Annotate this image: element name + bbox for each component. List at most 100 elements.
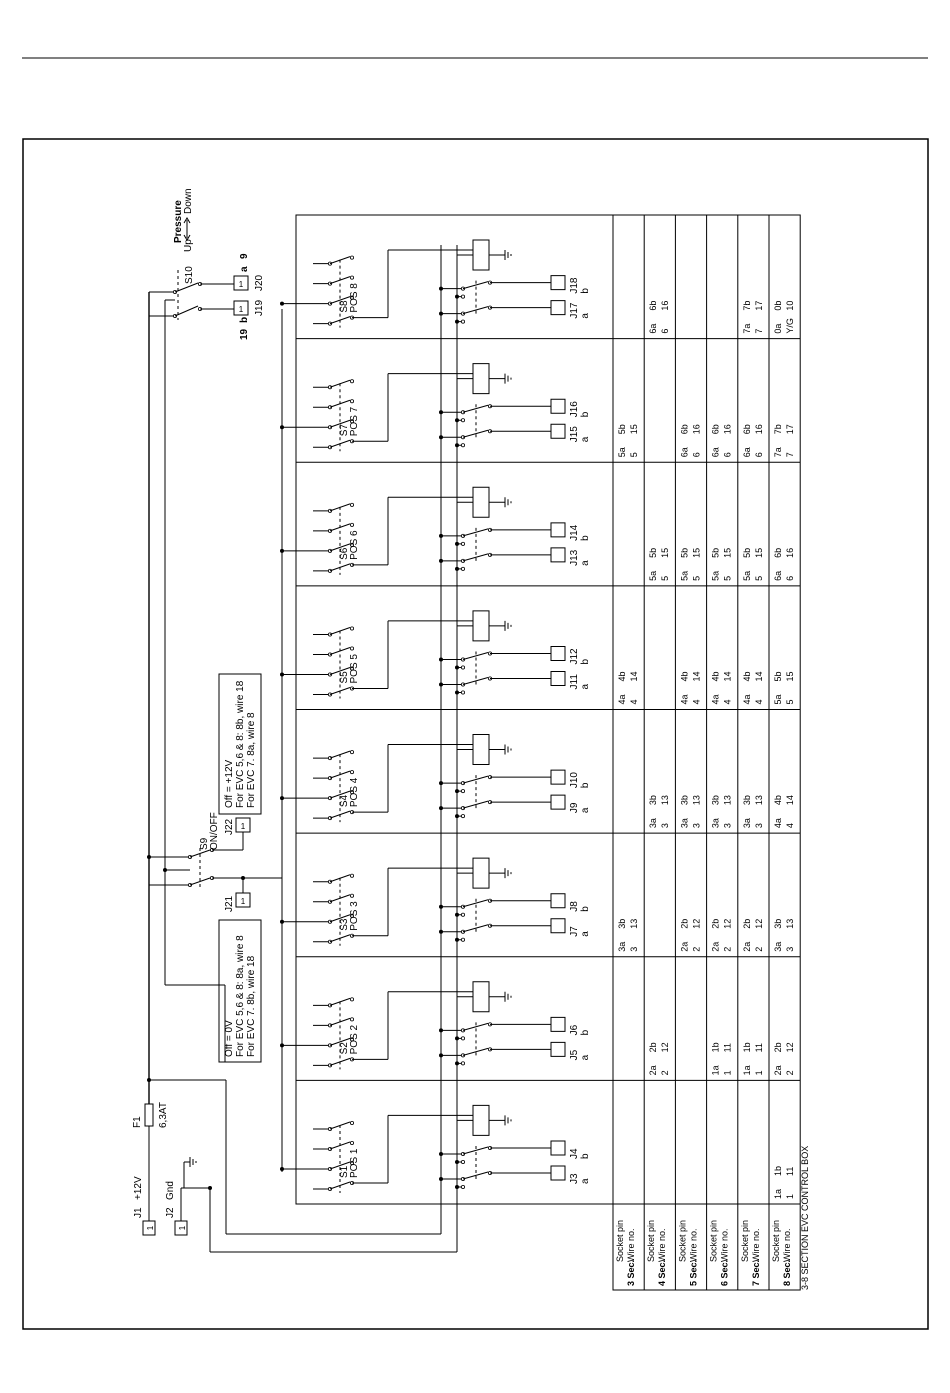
contact-terminal <box>349 790 354 795</box>
junction-dot <box>439 311 443 316</box>
caption: 3-8 SECTION EVC CONTROL BOX <box>800 1146 810 1290</box>
socket-pin-b: 2b <box>679 919 689 929</box>
socket-pin-b: 6b <box>711 424 721 434</box>
wiring-layer <box>147 245 458 1253</box>
socket-pin-a: 6a <box>742 447 752 457</box>
ground-symbol <box>183 1157 197 1188</box>
switch-blade <box>329 790 351 799</box>
switch-id: S8 <box>339 300 350 313</box>
contact-terminal <box>349 1141 354 1146</box>
socket-pin-b: 0b <box>773 301 783 311</box>
wire-no-a: 6 <box>754 452 764 457</box>
socket-pin-a: 5a <box>742 571 752 581</box>
table-row-label: 4 Sec. <box>657 1260 667 1286</box>
socket-pin-a: 5a <box>773 694 783 704</box>
table-col-socket: Socket pin <box>646 1220 656 1262</box>
junction-dot <box>455 937 459 942</box>
switch-id: S4 <box>339 794 350 807</box>
socket-pin-b: 1b <box>742 1042 752 1052</box>
contact-blade <box>462 775 489 784</box>
junction-dot <box>439 657 443 662</box>
contact-terminal <box>349 419 354 424</box>
switch-blade <box>329 296 351 305</box>
wire-no-b: 17 <box>785 424 795 434</box>
connector-a-socket: a <box>580 1054 591 1060</box>
contact-terminal <box>460 1160 465 1165</box>
table-row-label: 6 Sec. <box>720 1260 730 1286</box>
output-connector-a <box>550 1165 566 1181</box>
relay-coil <box>472 1104 490 1136</box>
socket-pin-b: 1b <box>773 1166 783 1176</box>
contact-terminal <box>349 1017 354 1022</box>
junction-dot <box>280 425 284 430</box>
socket-pin-b: 3b <box>617 919 627 929</box>
wire-no-b: 10 <box>785 301 795 311</box>
junction-dot <box>439 1177 443 1181</box>
contact-blade <box>462 404 489 413</box>
table-row-label: 5 Sec. <box>688 1260 698 1286</box>
wire-no-a: 1 <box>723 1070 733 1075</box>
output-connector-a <box>550 423 566 439</box>
connector-b-id: J6 <box>569 1024 580 1035</box>
wire-no-b: 13 <box>629 919 639 929</box>
switch-blade <box>329 667 351 675</box>
contact-terminal <box>349 295 354 300</box>
socket-pin-a: 3a <box>711 818 721 828</box>
socket-pin-b: 6b <box>679 424 689 434</box>
wire-no-b: 15 <box>785 671 795 681</box>
socket-pin-a: 6a <box>773 571 783 581</box>
socket-pin-b: 2b <box>648 1042 658 1052</box>
socket-pin-a: 5a <box>648 571 658 581</box>
junction-dot <box>280 919 284 924</box>
socket-pin-b: 2b <box>773 1042 783 1052</box>
junction-dot <box>455 1061 459 1066</box>
connector-b-socket: b <box>580 1029 591 1035</box>
j22-id: J22 <box>224 818 235 835</box>
contact-terminal <box>349 502 354 507</box>
contact-blade <box>462 553 489 562</box>
switch-id: S3 <box>339 918 350 931</box>
socket-pin-a: 2a <box>679 942 689 952</box>
contact-blade <box>462 1022 489 1031</box>
table-row-label: 7 Sec. <box>751 1260 761 1286</box>
wire-no-a: 6 <box>691 452 701 457</box>
socket-pin-b: 4b <box>742 671 752 681</box>
note-off0-box <box>218 919 262 1063</box>
wire-no-b: 15 <box>754 548 764 558</box>
junction-dot <box>455 1036 459 1041</box>
switch-blade <box>329 543 351 552</box>
connector-a-id: J3 <box>569 1173 580 1184</box>
contact-terminal <box>349 646 354 651</box>
s9-id: S9 <box>199 837 210 850</box>
j21-id: J21 <box>224 895 235 912</box>
output-connector-a <box>550 300 566 316</box>
output-connector-a <box>550 547 566 563</box>
connector-a-socket: a <box>580 684 591 690</box>
socket-pin-a: 6a <box>711 447 721 457</box>
wire-no-a: 2 <box>660 1070 670 1075</box>
contact-blade <box>462 800 489 809</box>
s9-contact <box>189 849 211 858</box>
wire-no-a: 3 <box>785 947 795 952</box>
contact-blade <box>462 281 489 290</box>
contact-terminal <box>460 690 465 695</box>
j22-pin: 1 <box>241 822 246 831</box>
wire-no-a: 7 <box>785 452 795 457</box>
wire-no-b: 13 <box>785 919 795 929</box>
fuse-rating: 6,3AT <box>158 1102 169 1128</box>
output-connector-b <box>550 522 566 538</box>
socket-pin-b: 4b <box>711 671 721 681</box>
socket-pin-a: 4a <box>617 694 627 704</box>
wire-no-a: 4 <box>785 823 795 828</box>
s10-contact <box>174 305 199 317</box>
socket-pin-b: 7b <box>773 424 783 434</box>
socket-pin-a: 5a <box>617 447 627 457</box>
socket-pin-b: 5b <box>679 548 689 558</box>
contact-terminal <box>460 566 465 571</box>
junction-dot <box>439 435 443 440</box>
wire-no-b: 13 <box>754 795 764 805</box>
wire-no-a: 5 <box>629 452 639 457</box>
